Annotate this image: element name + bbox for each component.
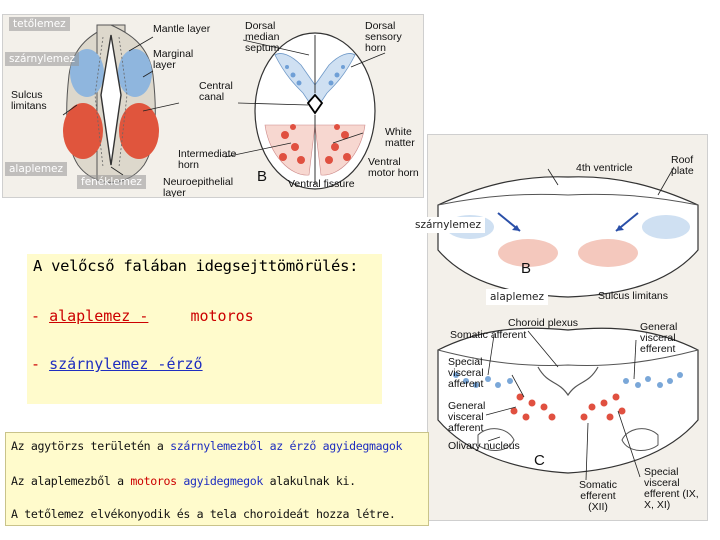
- tag-alaplemez-right: alaplemez: [486, 289, 549, 305]
- label-ventral-fissure: Ventral fissure: [288, 178, 355, 190]
- leader-lines: [62, 36, 386, 176]
- label-special-visceral-efferent: Special visceral efferent (IX, X, XI): [644, 466, 699, 511]
- note-line-2: Az alaplemezből a motoros agyidegmegok a…: [11, 474, 356, 488]
- label-mantle-layer: Mantle layer: [153, 23, 211, 35]
- label-sulcus-limitans-stem: Sulcus limitans: [598, 290, 669, 302]
- term-alaplemez: alaplemez -: [49, 307, 149, 325]
- label-marginal-layer: Marginal layer: [153, 48, 194, 71]
- term-szarnylemez-erzo: szárnylemez -érző: [49, 355, 203, 373]
- note-line-2-red: motoros: [130, 474, 177, 488]
- label-intermediate-horn: Intermediate horn: [178, 148, 237, 171]
- label-olivary-nucleus: Olivary nucleus: [448, 440, 520, 452]
- label-roof-plate-stem: Roof plate: [671, 154, 694, 177]
- label-stem-panel-b: B: [521, 260, 532, 277]
- neural-tube-drawing: [63, 24, 159, 183]
- note-line-2-blue: agyidegmegok: [183, 474, 263, 488]
- label-central-canal: Central canal: [199, 80, 233, 103]
- brain-stem-section-b: [437, 176, 699, 298]
- label-stem-panel-c: C: [534, 452, 545, 469]
- spinal-cord-illustration: [62, 24, 386, 190]
- line-alaplemez: - alaplemez - motoros: [31, 307, 254, 325]
- note-line-1-prefix: Az agytörzs területén a: [11, 439, 171, 453]
- spinal-cross-section: [254, 32, 376, 190]
- spinal-cord-figure: Mantle layer Marginal layer Sulcus limit…: [2, 14, 424, 198]
- label-general-visceral-efferent: General visceral efferent: [640, 321, 678, 355]
- note-line-3: A tetőlemez elvékonyodik és a tela choro…: [11, 507, 396, 521]
- brain-stem-illustration: [437, 166, 699, 481]
- leader-lines-right: [485, 166, 675, 481]
- bottom-note-box: Az agytörzs területén a szárnylemezből a…: [5, 432, 429, 526]
- brain-stem-figure: 4th ventricle Roof plate B Sulcus limita…: [427, 134, 708, 521]
- tag-alaplemez: alaplemez: [5, 162, 68, 176]
- bullet-dash-1: -: [31, 307, 41, 325]
- note-line-2-prefix: Az alaplemezből a: [11, 474, 131, 488]
- bullet-dash-2: -: [31, 355, 41, 373]
- tag-szarnylemez-right: szárnylemez: [411, 217, 485, 233]
- main-title: A velőcső falában idegsejttömörülés:: [33, 257, 359, 275]
- label-somatic-efferent: Somatic efferent (XII): [579, 479, 617, 513]
- tag-szarnylemez: szárnylemez: [5, 52, 79, 66]
- value-motoros: motoros: [190, 307, 254, 325]
- tag-tetolemez: tetőlemez: [9, 17, 70, 31]
- label-choroid-plexus: Choroid plexus: [508, 317, 579, 329]
- label-general-visceral-afferent: General visceral afferent: [448, 400, 486, 434]
- label-neuroepithelial-layer: Neuroepithelial layer: [163, 176, 234, 198]
- label-sulcus-limitans: Sulcus limitans: [11, 89, 47, 112]
- label-fourth-ventricle: 4th ventricle: [576, 162, 633, 174]
- brain-stem-section-c: [437, 327, 699, 474]
- label-dorsal-median-septum: Dorsal median septum: [245, 20, 280, 54]
- label-ventral-motor-horn: Ventral motor horn: [368, 156, 419, 179]
- line-szarnylemez: - szárnylemez -érző: [31, 355, 203, 373]
- main-summary-box: A velőcső falában idegsejttömörülés: - a…: [27, 254, 382, 404]
- label-special-visceral-afferent: Special visceral afferent: [448, 356, 484, 390]
- note-line-1-emph: szárnylemezből az érző agyidegmagok: [170, 439, 403, 453]
- label-white-matter: White matter: [385, 126, 415, 149]
- label-dorsal-sensory-horn: Dorsal sensory horn: [365, 20, 402, 54]
- tag-fenéklemez: fenéklemez: [77, 175, 146, 189]
- note-line-1: Az agytörzs területén a szárnylemezből a…: [11, 439, 403, 453]
- label-somatic-afferent: Somatic afferent: [450, 329, 527, 341]
- label-panel-b: B: [257, 168, 268, 185]
- note-line-2-suffix: alakulnak ki.: [262, 474, 357, 488]
